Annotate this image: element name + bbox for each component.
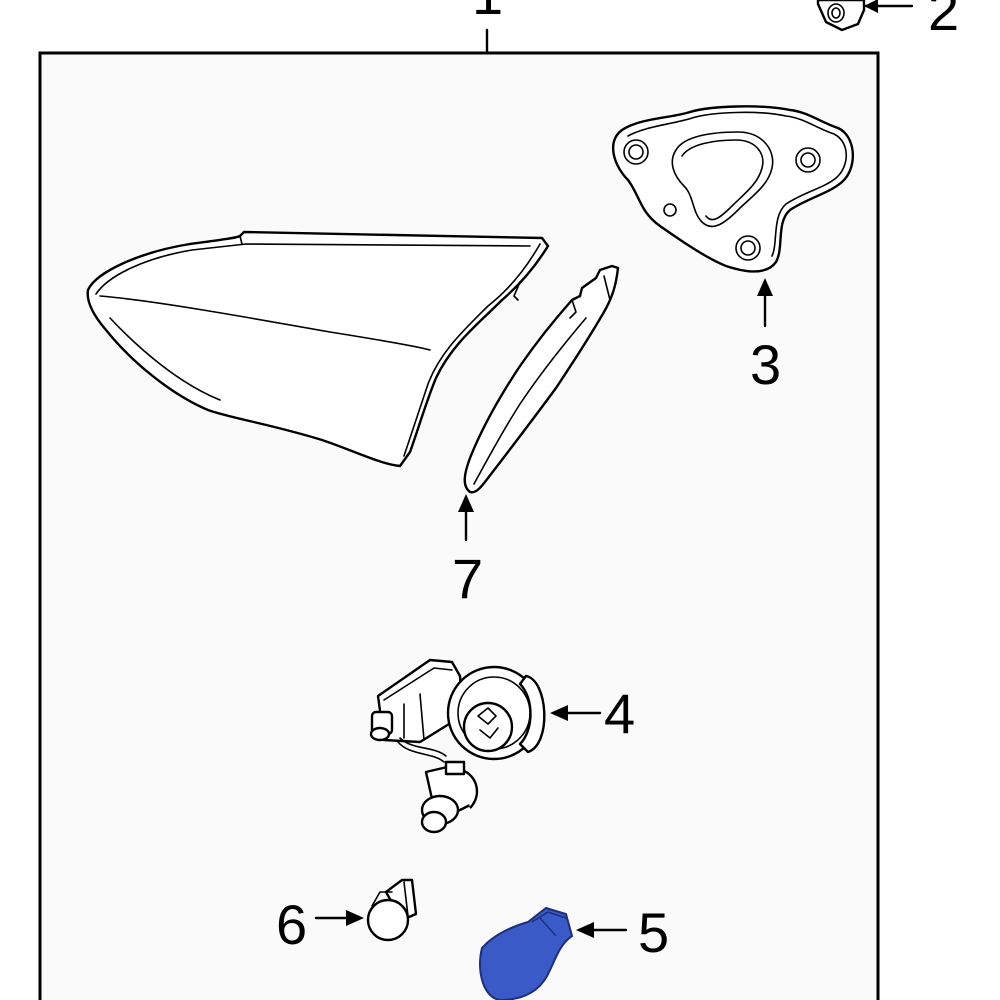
bulb-highlight — [479, 906, 574, 1000]
part-4-socket-wire[interactable]: 4 — [369, 658, 635, 834]
callout-2-label: 2 — [928, 0, 959, 42]
part-6-bulb[interactable]: 6 — [276, 878, 418, 956]
callout-6-label: 6 — [276, 893, 307, 956]
callout-4-label: 4 — [604, 682, 635, 745]
callout-1[interactable]: 1 — [472, 0, 503, 55]
callout-7-label: 7 — [452, 547, 483, 610]
lamp-lens-housing[interactable] — [86, 230, 550, 468]
part-2-nut[interactable]: 2 — [816, 0, 959, 42]
callout-5-label: 5 — [638, 901, 669, 964]
callout-3-label: 3 — [750, 333, 781, 396]
part-7-seal[interactable]: 7 — [452, 264, 620, 610]
callout-1-label: 1 — [472, 0, 503, 26]
part-3-gasket[interactable]: 3 — [612, 105, 855, 396]
part-5-bulb[interactable]: 5 — [479, 901, 669, 1000]
